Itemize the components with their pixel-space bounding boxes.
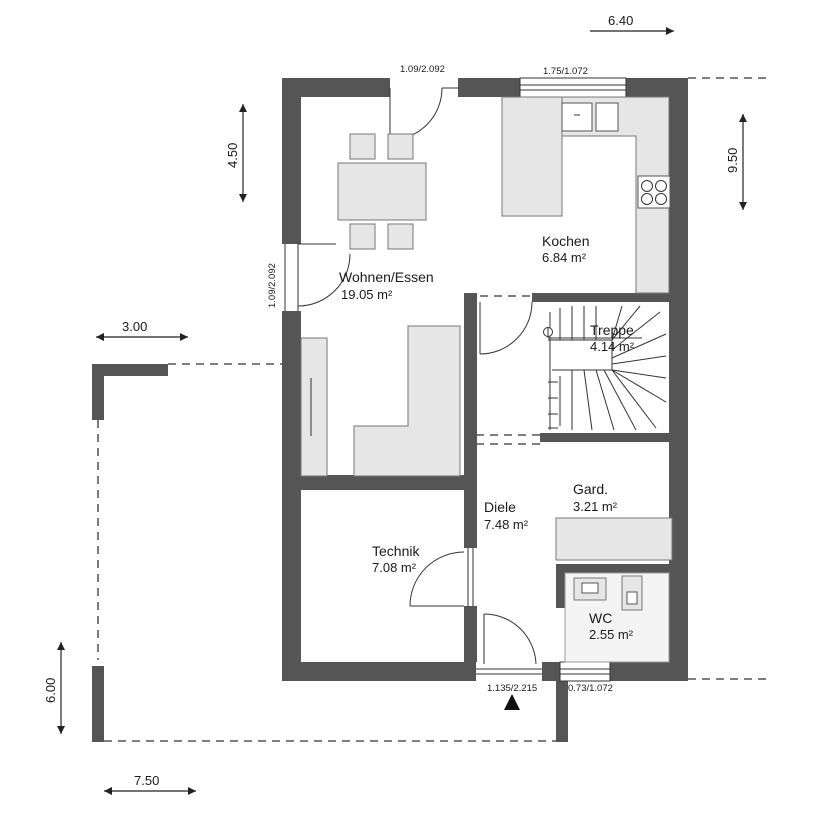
dim-left-height: 4.50: [225, 143, 240, 168]
doors: [282, 87, 613, 681]
walls: [92, 78, 688, 742]
room-area-treppe: 4.14 m²: [590, 339, 635, 354]
opening-wc-window: 0.73/1.072: [568, 683, 613, 694]
room-labels: Wohnen/Essen 19.05 m² Kochen 6.84 m² Tre…: [339, 233, 635, 642]
opening-top-door: 1.09/2.092: [400, 64, 445, 75]
room-area-gard: 3.21 m²: [573, 499, 618, 514]
room-name-technik: Technik: [372, 543, 420, 559]
room-area-kochen: 6.84 m²: [542, 250, 587, 265]
dim-top-width: 6.40: [608, 13, 633, 28]
dashed-outlines: [97, 77, 768, 742]
opening-entrance-door: 1.135/2.215: [487, 683, 537, 694]
room-area-wohnen: 19.05 m²: [341, 287, 393, 302]
room-name-wohnen: Wohnen/Essen: [339, 269, 434, 285]
room-name-wc: WC: [589, 610, 612, 626]
opening-left-door: 1.09/2.092: [267, 263, 278, 308]
dim-right-height: 9.50: [725, 148, 740, 173]
furniture: [300, 96, 673, 663]
staircase: [543, 305, 667, 431]
dimension-labels: 6.40 4.50 9.50 3.00 6.00 7.50: [43, 13, 740, 788]
dim-terrace-width: 3.00: [122, 319, 147, 334]
opening-labels: 1.09/2.092 1.75/1.072 1.09/2.092 1.135/2…: [267, 64, 613, 694]
room-area-technik: 7.08 m²: [372, 560, 417, 575]
room-name-treppe: Treppe: [590, 322, 634, 338]
room-name-kochen: Kochen: [542, 233, 589, 249]
dimension-lines: [57, 27, 747, 795]
room-area-wc: 2.55 m²: [589, 627, 634, 642]
opening-top-window: 1.75/1.072: [543, 66, 588, 77]
entrance-arrow-icon: [504, 694, 520, 710]
room-name-gard: Gard.: [573, 481, 608, 497]
room-name-diele: Diele: [484, 499, 516, 515]
dim-terrace-height: 6.00: [43, 678, 58, 703]
room-area-diele: 7.48 m²: [484, 517, 529, 532]
dim-bottom-width: 7.50: [134, 773, 159, 788]
windows: [519, 77, 627, 682]
